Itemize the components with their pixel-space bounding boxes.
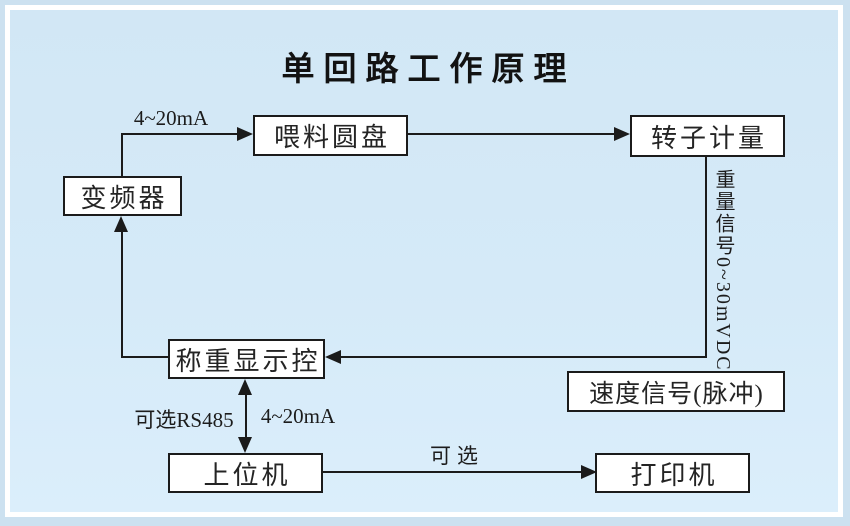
connector-rotor-down-vertical <box>705 157 707 358</box>
node-host-computer: 上位机 <box>168 453 323 493</box>
connector-host-to-printer <box>323 471 582 473</box>
frame-border: 单回路工作原理 喂料圆盘 转子计量 变频器 称重显示控 速度信号(脉冲) 上位机… <box>5 5 843 517</box>
node-weighing-controller: 称重显示控 <box>168 339 325 379</box>
node-inverter: 变频器 <box>63 176 182 216</box>
arrowhead-up-to-inverter-icon <box>114 216 128 232</box>
arrowhead-right-to-rotor-icon <box>614 127 630 141</box>
connector-weighing-left <box>122 356 168 358</box>
arrowhead-right-to-feeder-icon <box>237 127 253 141</box>
connector-inverter-to-feeder <box>121 133 239 135</box>
label-weight-signal: 重量信号0~30mVDC <box>712 169 734 372</box>
label-current-signal-top: 4~20mA <box>133 106 209 130</box>
connector-weighing-host-double <box>245 392 247 439</box>
connector-inverter-top-vertical <box>121 134 123 177</box>
node-printer: 打印机 <box>595 453 750 493</box>
label-current-signal-bottom: 4~20mA <box>260 404 336 428</box>
connector-rotor-to-weighing <box>340 356 707 358</box>
arrowhead-left-to-weighing-icon <box>325 350 341 364</box>
node-feeder-disc: 喂料圆盘 <box>253 115 408 156</box>
diagram-title: 单回路工作原理 <box>281 50 576 87</box>
arrowhead-up-to-weighing-icon <box>238 379 252 395</box>
node-rotor-metering: 转子计量 <box>630 115 785 157</box>
label-printer-option: 可选 <box>430 444 484 468</box>
node-speed-signal: 速度信号(脉冲) <box>567 371 785 412</box>
label-rs485-option: 可选RS485 <box>134 408 234 432</box>
connector-weighing-to-inverter <box>121 230 123 358</box>
arrowhead-down-to-host-icon <box>238 437 252 453</box>
connector-feeder-to-rotor <box>408 133 616 135</box>
arrowhead-right-to-printer-icon <box>581 465 597 479</box>
